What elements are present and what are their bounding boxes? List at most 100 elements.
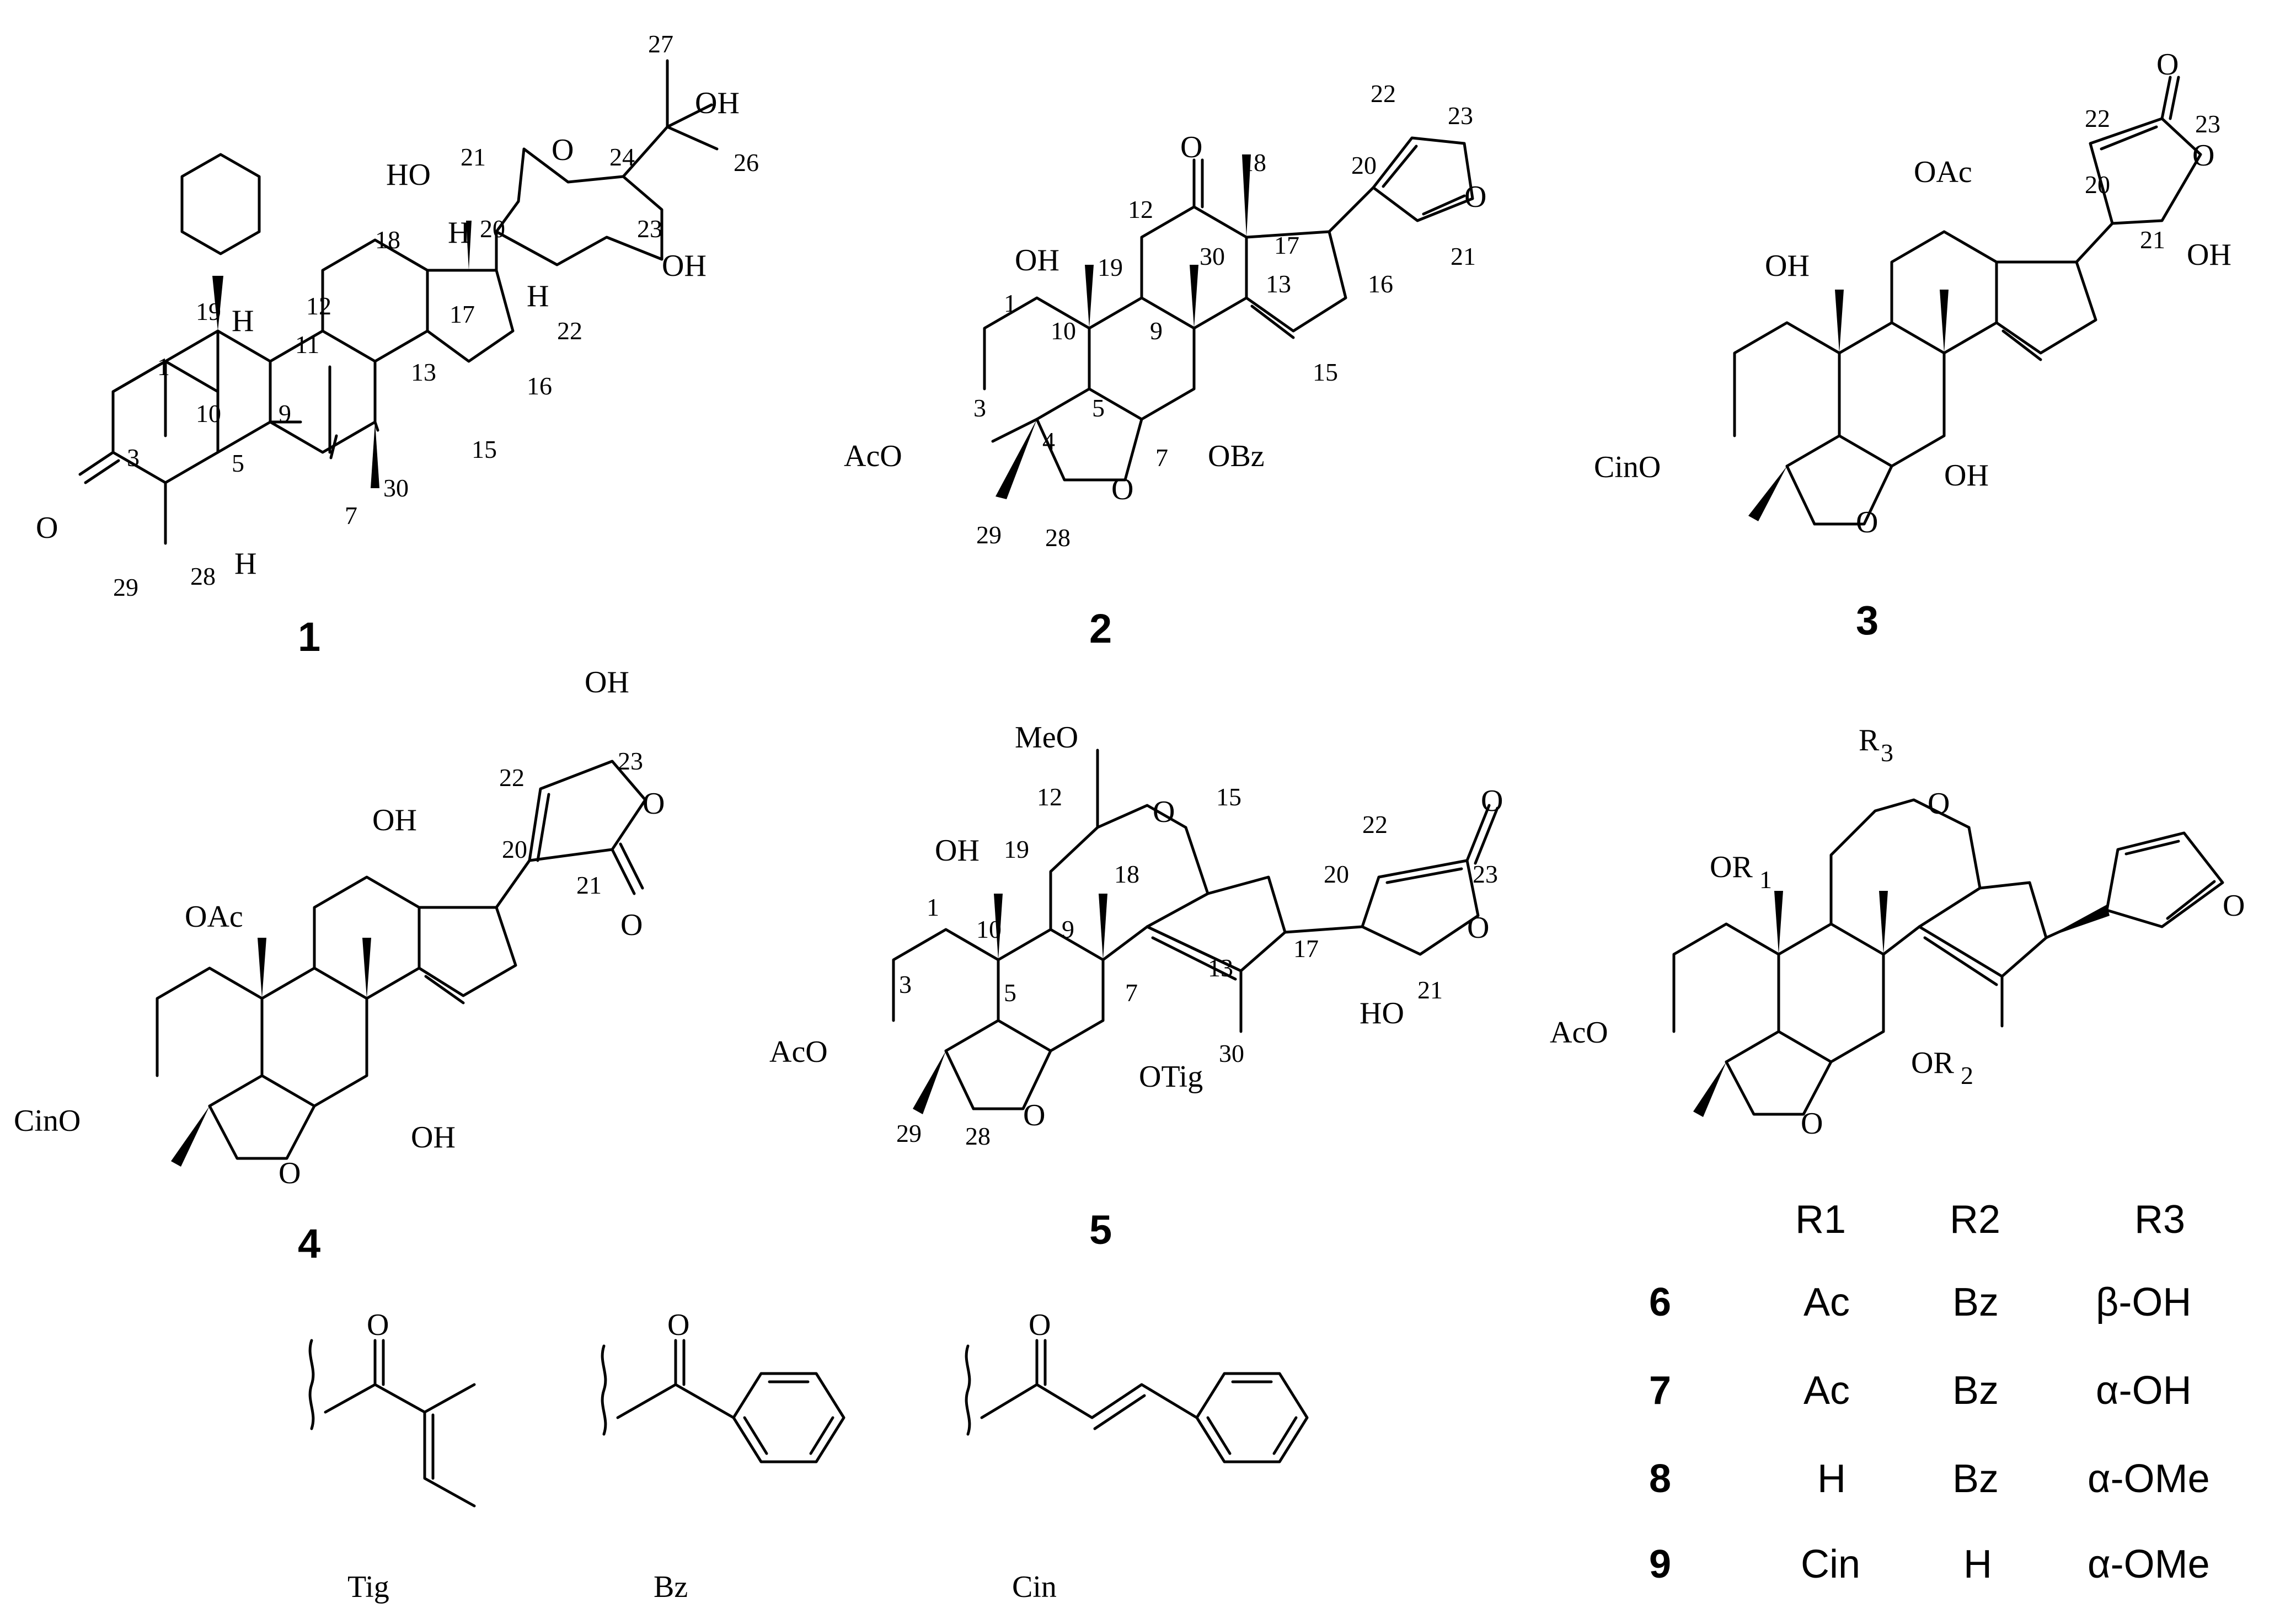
c1-num-3: 3: [127, 444, 140, 472]
compound-1: HO O OH OH H H H H O 27 26 24 21 23 20 1…: [36, 30, 759, 660]
c5-num-21: 21: [1417, 976, 1443, 1004]
c5-num-10: 10: [976, 915, 1002, 943]
c5-num-5: 5: [1004, 979, 1016, 1007]
c1-num-13: 13: [411, 358, 436, 386]
table-row-id: 8: [1649, 1457, 1671, 1501]
c5-o-ring: O: [1023, 1098, 1045, 1132]
c1-num-10: 10: [196, 399, 221, 428]
table-cell-r1: H: [1817, 1457, 1846, 1501]
c5-num-13: 13: [1208, 954, 1233, 982]
c4-oac: OAc: [185, 900, 243, 934]
table-cell-r2: Bz: [1952, 1457, 1999, 1501]
table-row-id: 9: [1649, 1542, 1671, 1586]
c2-o-ring: O: [1111, 472, 1133, 506]
c6-r3-sub: 3: [1881, 739, 1893, 767]
c1-o-ring: O: [552, 133, 574, 167]
c5-num-1: 1: [927, 893, 939, 921]
c1-num-9: 9: [279, 399, 291, 428]
c2-num-17: 17: [1274, 231, 1299, 259]
c2-num-7: 7: [1155, 444, 1168, 472]
bz-label: Bz: [654, 1570, 688, 1604]
compound-1-label: 1: [298, 614, 320, 660]
c1-num-26: 26: [734, 148, 759, 177]
c3-oh7: OH: [1944, 458, 1989, 493]
c1-num-21: 21: [461, 143, 486, 171]
c5-num-22: 22: [1362, 810, 1388, 838]
compound-2: O OH AcO OBz O O 22 23 20 18 12 17 21 19…: [844, 79, 1486, 651]
c2-num-5: 5: [1092, 394, 1105, 422]
c5-num-23: 23: [1473, 860, 1498, 888]
c1-h9: H: [232, 304, 254, 338]
table-cell-r3: α-OMe: [2088, 1457, 2210, 1501]
table-cell-r1: Cin: [1801, 1542, 1860, 1586]
c2-num-19: 19: [1098, 253, 1123, 281]
c4-o-carbonyl: O: [620, 908, 643, 942]
c4-o-ring: O: [279, 1156, 301, 1190]
c2-num-9: 9: [1150, 317, 1163, 345]
c4-oh23: OH: [585, 665, 629, 699]
c3-oac: OAc: [1914, 155, 1972, 189]
table-cell-r3: α-OH: [2096, 1369, 2192, 1413]
c1-num-24: 24: [609, 143, 635, 171]
c3-oh1: OH: [1765, 249, 1810, 283]
c5-num-20: 20: [1324, 860, 1349, 888]
substituent-cin: O Cin: [965, 1308, 1309, 1604]
c1-num-11: 11: [295, 330, 319, 359]
c1-num-23: 23: [637, 215, 662, 243]
c2-num-4: 4: [1042, 427, 1055, 455]
c2-num-29: 29: [976, 521, 1002, 549]
c2-num-18: 18: [1241, 148, 1266, 177]
c3-oh21: OH: [2187, 238, 2231, 272]
c1-o3: O: [36, 511, 58, 545]
c5-num-28: 28: [965, 1122, 991, 1150]
bz-o: O: [667, 1308, 689, 1342]
compound-5: MeO O O OH AcO OTig O HO O 12 15 22 20 2…: [769, 720, 1503, 1253]
c2-oh1: OH: [1015, 243, 1059, 277]
c1-num-16: 16: [527, 372, 552, 400]
table-cell-r2: H: [1963, 1542, 1992, 1586]
c2-num-30: 30: [1200, 242, 1225, 270]
table-cell-r2: Bz: [1952, 1280, 1999, 1324]
c6-r3: R: [1859, 723, 1880, 757]
c3-num-23: 23: [2195, 110, 2220, 138]
c1-num-22: 22: [557, 317, 582, 345]
c2-num-20: 20: [1351, 151, 1377, 179]
table-cell-r1: Ac: [1803, 1280, 1850, 1324]
c3-num-22: 22: [2085, 104, 2110, 132]
substituent-bz: O Bz: [601, 1308, 845, 1604]
compound-3: O OAc O OH OH CinO OH O 22 23 20 21 3: [1594, 47, 2231, 643]
tig-label: Tig: [347, 1570, 389, 1604]
c3-o-carbonyl: O: [2156, 47, 2179, 82]
c2-num-15: 15: [1313, 358, 1338, 386]
c1-num-17: 17: [449, 300, 475, 328]
substituent-table: R1 R2 R3 6 Ac Bz β-OH 7 Ac Bz α-OH 8 H B…: [1649, 1198, 2210, 1586]
c4-num-22: 22: [499, 763, 525, 792]
c5-num-15: 15: [1216, 783, 1241, 811]
c3-cino: CinO: [1594, 450, 1661, 484]
c2-num-1: 1: [1004, 289, 1016, 317]
c1-h5: H: [234, 547, 256, 581]
cin-o: O: [1029, 1308, 1051, 1342]
c1-oh27: OH: [695, 86, 740, 120]
c5-num-7: 7: [1125, 979, 1138, 1007]
table-header-r1: R1: [1795, 1198, 1846, 1242]
c5-num-18: 18: [1114, 860, 1139, 888]
c1-num-1: 1: [157, 352, 170, 381]
c2-num-13: 13: [1266, 270, 1291, 298]
c1-h17: H: [527, 279, 549, 313]
c2-num-28: 28: [1045, 523, 1071, 552]
compound-4: OH O O OH OAc CinO OH O 23 22 20 21 4: [14, 665, 665, 1267]
c5-aco3: AcO: [769, 1035, 828, 1069]
c5-o-lactone: O: [1467, 911, 1489, 945]
c2-num-22: 22: [1371, 79, 1396, 108]
c4-cino: CinO: [14, 1104, 81, 1138]
c2-aco3: AcO: [844, 439, 902, 473]
c2-obz: OBz: [1208, 439, 1265, 473]
c5-num-29: 29: [896, 1119, 922, 1147]
c5-num-9: 9: [1062, 915, 1074, 943]
table-cell-r2: Bz: [1952, 1369, 1999, 1413]
c2-num-16: 16: [1368, 270, 1393, 298]
substituent-tig: O Tig: [308, 1308, 476, 1604]
c1-oh23: OH: [662, 249, 707, 283]
